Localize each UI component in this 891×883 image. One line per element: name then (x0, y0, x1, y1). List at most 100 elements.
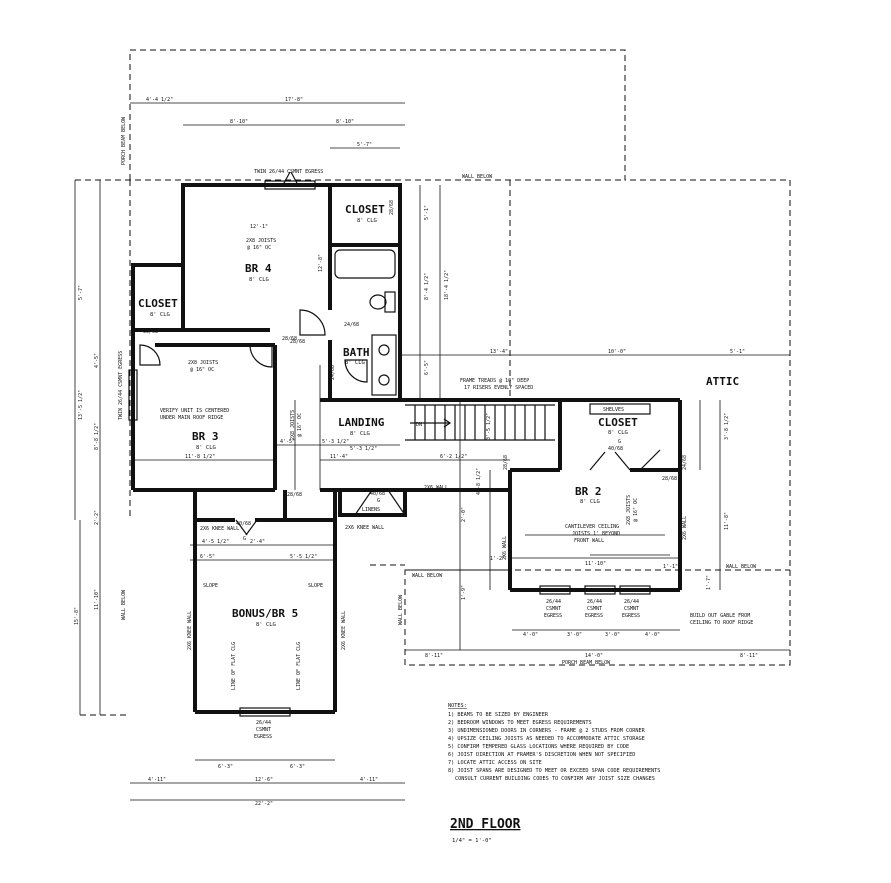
window (584, 585, 616, 595)
dim-label: 2'-2" (94, 510, 100, 525)
window-label: CSMNT (624, 606, 639, 612)
br3-clg: 8' CLG (196, 445, 216, 451)
dim-label: 5'-7" (78, 285, 84, 300)
door-tag: 24/68 (682, 455, 688, 470)
risers-note: 17 RISERS EVENLY SPACED (464, 385, 533, 391)
dim-label: 5'-7" (357, 142, 372, 148)
window-label: CSMNT (546, 606, 561, 612)
wall-below-right: WALL BELOW (726, 564, 757, 570)
dim-label: 6'-5" (200, 554, 215, 560)
door-tag: 24/68 (344, 322, 359, 328)
window (128, 369, 138, 421)
dim-label: 11'-10" (94, 589, 100, 610)
door-tag: 40/68 (236, 521, 251, 527)
dim-label: 3'-0" (605, 632, 620, 638)
dim-label: 4'-11" (148, 777, 166, 783)
dim-label: 4'-5 1/2" (202, 539, 229, 545)
closet-right-clg: 8' CLG (608, 430, 628, 436)
window-marks (128, 180, 651, 717)
door-tag: 28/68 (503, 455, 509, 470)
bonus-clg: 8' CLG (256, 622, 276, 628)
door-tags: 30/68 28/68 24/68 24/68 28/68 40/68 G 40… (143, 200, 688, 542)
br3-spacing: @ 16" OC (190, 367, 214, 373)
two-x6-wall: 2X6 WALL (424, 485, 448, 491)
br2-clg: 8' CLG (580, 499, 600, 505)
bath-clg: 8' CLG (345, 360, 365, 366)
dim-label: 3'-0" (567, 632, 582, 638)
bath-name: BATH (343, 346, 370, 359)
dim-label: 11'-10" (585, 561, 606, 567)
door-tag: 28/68 (389, 200, 395, 215)
note-item: CONSULT CURRENT BUILDING CODES TO CONFIR… (455, 776, 655, 782)
closet-top-clg: 8' CLG (357, 218, 377, 224)
window-label: 26/44 (624, 599, 639, 605)
door-tag: 40/68 (608, 446, 623, 452)
br4-spacing: @ 16" OC (247, 245, 271, 251)
build-out-2: CEILING TO ROOF RIDGE (690, 620, 753, 626)
cantilever-3: FRONT WALL (574, 538, 604, 544)
dim-label: 8'-8 1/2" (94, 423, 100, 450)
slope-left: SLOPE (203, 583, 218, 589)
window-label: EGRESS (622, 613, 640, 619)
dim-label: 4'-8 1/2" (476, 468, 482, 495)
dim-label: 12'-6" (255, 777, 273, 783)
dimension-lines (74, 102, 790, 801)
hall-spacing: @ 16" OC (297, 413, 303, 437)
dim-label: 4'-0" (523, 632, 538, 638)
dim-label: 2'-4" (250, 539, 265, 545)
door-tag: 30/68 (143, 329, 158, 335)
attic-label: ATTIC (706, 375, 739, 388)
dim-label: 8'-11" (740, 653, 758, 659)
twin-egress-top: TWIN 26/44 CSMNT EGRESS (254, 169, 323, 175)
dim-label: 1'-1" (663, 564, 678, 570)
hall-joists: 2X8 JOISTS (290, 410, 296, 440)
dim-label: 5'-3 1/2" (350, 446, 377, 452)
sink-icon (378, 374, 390, 386)
dim-label: 12'-8" (318, 254, 324, 272)
frame-treads: FRAME TREADS @ 10" DEEP (460, 378, 529, 384)
br2-spacing: @ 16" OC (633, 498, 639, 522)
closet-right-name: CLOSET (598, 416, 638, 429)
door-tag: 24/68 (330, 365, 336, 380)
br4-clg: 8' CLG (249, 277, 269, 283)
closet-left-name: CLOSET (138, 297, 178, 310)
dim-label: 8'-11" (425, 653, 443, 659)
dim-label: 3'-8 1/2" (724, 413, 730, 440)
window (619, 585, 651, 595)
dim-label: 14'-0" (585, 653, 603, 659)
egress-window-labels: 26/44 CSMNT EGRESS 26/44 CSMNT EGRESS 26… (544, 599, 640, 619)
annotations: TWIN 26/44 CSMNT EGRESS TWIN 26/44 CSMNT… (118, 116, 757, 740)
door-tag: 28/68 (662, 476, 677, 482)
dim-label: 3'-5 1/2" (486, 413, 492, 440)
door-tag: 28/68 (290, 339, 305, 345)
cantilever-1: CANTILEVER CEILING (565, 524, 619, 530)
knee-wall-4: 2X6 KNEE WALL (200, 526, 239, 532)
note-item: 3) UNDIMENSIONED DOORS IN CORNERS - FRAM… (448, 728, 646, 734)
stair-treads (405, 404, 555, 441)
build-out-1: BUILD OUT GABLE FROM (690, 613, 750, 619)
two-x6-wall-2: 2X6 WALL (502, 536, 508, 560)
knee-wall-1: 2X6 KNEE WALL (187, 611, 193, 650)
landing-clg: 8' CLG (350, 431, 370, 437)
dim-label: 5'-5 1/2" (290, 554, 317, 560)
window (539, 585, 571, 595)
bonus-name: BONUS/BR 5 (232, 607, 298, 620)
dim-label: 4'-5" (280, 439, 295, 445)
cantilever-2: JOISTS 1' BEYOND (572, 531, 620, 537)
dim-label: 10'-0" (608, 349, 626, 355)
dim-label: 18'-4 1/2" (444, 270, 450, 300)
dim-label: 13'-4" (490, 349, 508, 355)
dim-label: 11'-8" (724, 512, 730, 530)
room-labels: BR 4 8' CLG 2X8 JOISTS @ 16" OC CLOSET 8… (138, 203, 739, 628)
flat-clg-right: LINE OF FLAT CLG (296, 642, 302, 690)
two-x6-wall-3: 2X6 WALL (682, 516, 688, 540)
drawing-title: 2ND FLOOR 1/4" = 1'-0" (450, 817, 521, 844)
verify-unit-2: UNDER MAIN ROOF RIDGE (160, 415, 223, 421)
note-item: 4) UPSIZE CEILING JOISTS AS NEEDED TO AC… (448, 736, 645, 742)
wall-below-bonus: WALL BELOW (398, 594, 404, 625)
notes-block: NOTES: 1) BEAMS TO BE SIZED BY ENGINEER … (448, 703, 660, 782)
dim-label: 11'-4" (330, 454, 348, 460)
linens-label: LINENS (362, 507, 380, 513)
wall-below-left: WALL BELOW (121, 589, 127, 620)
